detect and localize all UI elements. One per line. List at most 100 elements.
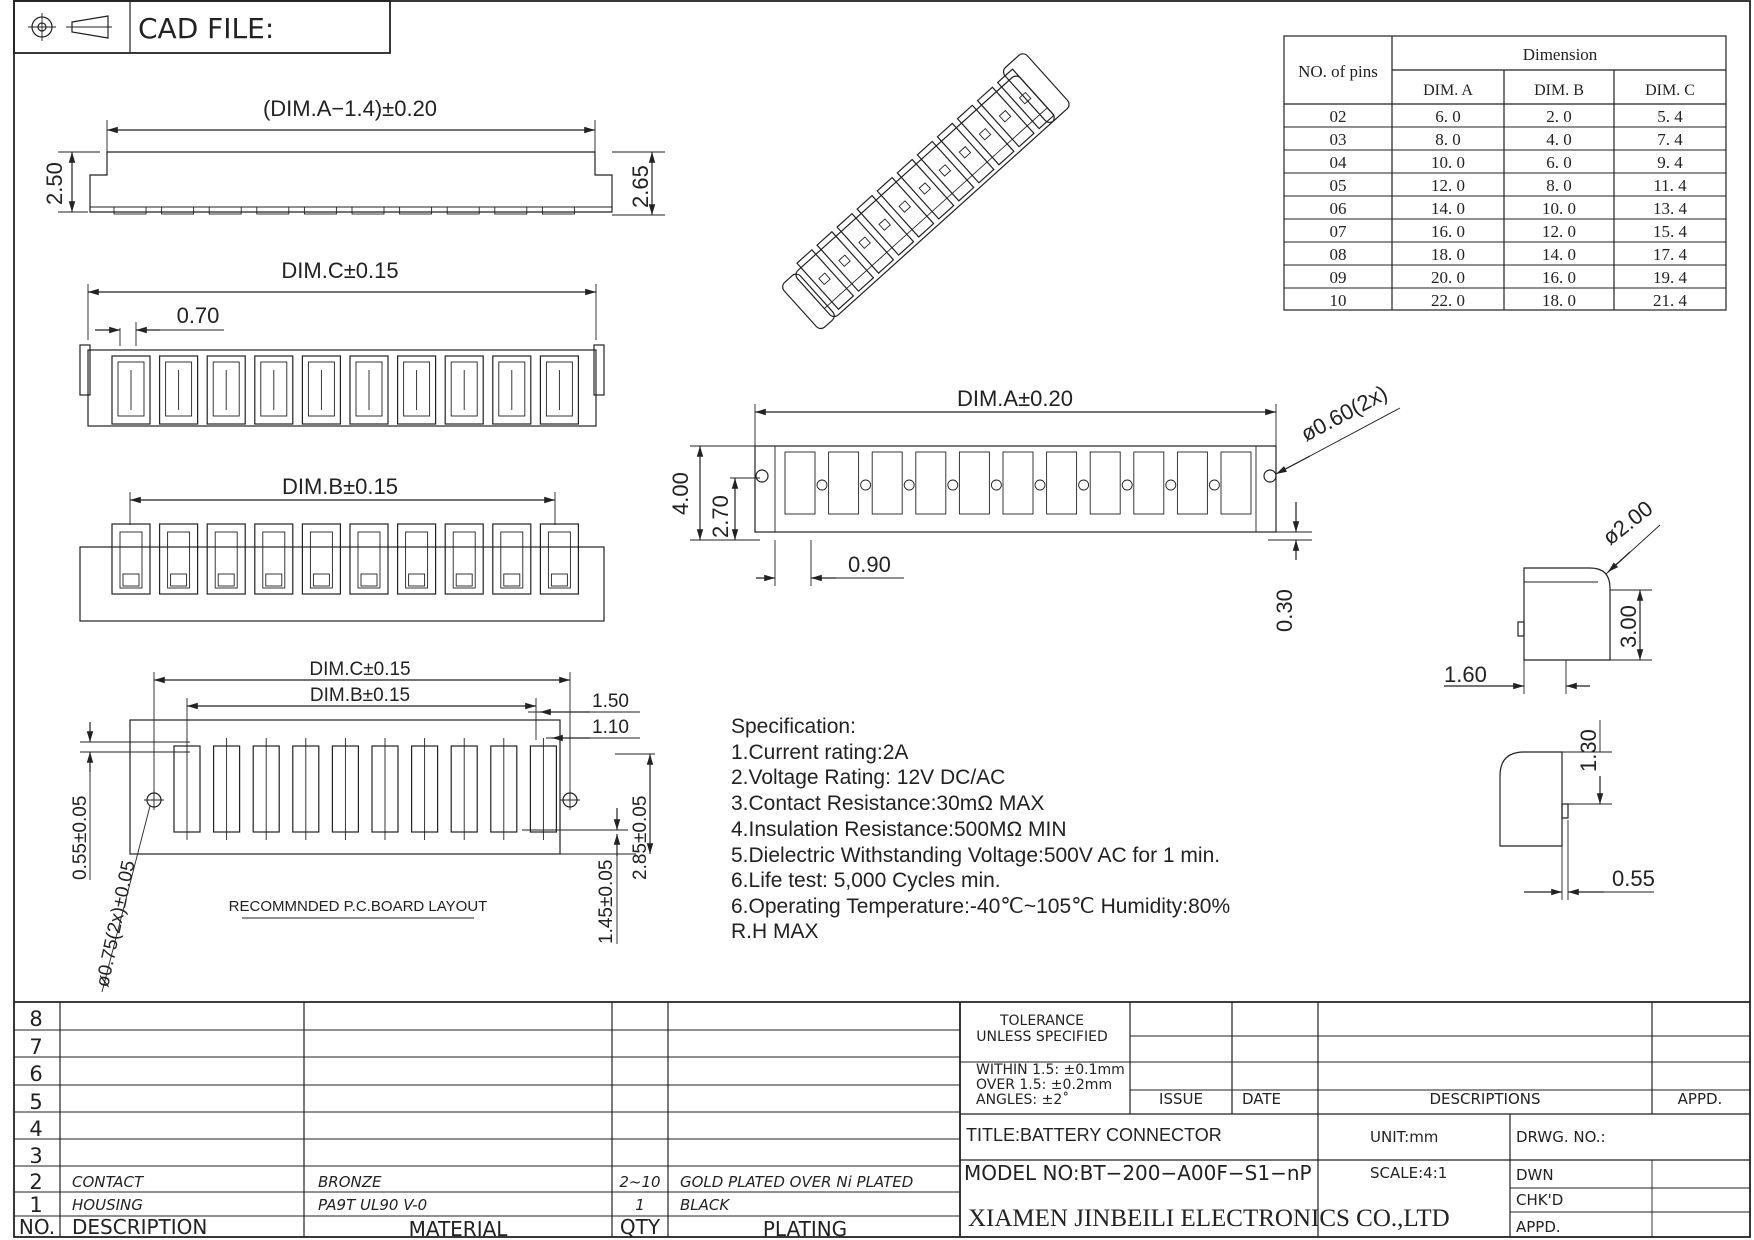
bottom-contact-slot <box>828 451 860 515</box>
dim-c-front: DIM.C±0.15 <box>281 258 398 283</box>
spec-line: 5.Dielectric Withstanding Voltage:500V A… <box>731 844 1220 867</box>
iso-contact <box>936 122 995 184</box>
iso-contact <box>956 104 1015 166</box>
top-contact-cell <box>349 523 389 595</box>
front-contact-inner <box>355 361 383 417</box>
top-contact-cell <box>492 523 532 595</box>
iso-contact <box>816 230 875 293</box>
dim-hole-060: ø0.60(2x) <box>1297 380 1392 446</box>
iso-contact <box>876 176 935 238</box>
top-contact-tip <box>408 573 426 587</box>
bottom-contact-hole <box>990 479 1002 491</box>
table-cell: 14. 0 <box>1542 245 1576 264</box>
top-contact-inner <box>214 531 238 589</box>
tb-model: MODEL NO:BT−200−A00F−S1−nP <box>964 1161 1312 1185</box>
bottom-contact-hole <box>1208 479 1220 491</box>
iso-contact-window <box>878 218 891 231</box>
table-cell: 21. 4 <box>1653 291 1688 310</box>
spec-line: 3.Contact Resistance:30mΩ MAX <box>731 792 1044 815</box>
table-cell: 9. 4 <box>1657 153 1683 172</box>
top-contact-tip <box>170 573 188 587</box>
dim-r200: ø2.00 <box>1598 496 1658 550</box>
dimension-table: NO. of pins Dimension DIM. A DIM. B DIM.… <box>1283 35 1727 311</box>
front-contact-cell <box>254 355 294 425</box>
table-cell: 14. 0 <box>1431 199 1465 218</box>
front-contact-inner <box>260 361 288 417</box>
bom-row-num: 8 <box>29 1007 42 1031</box>
top-contact-inner <box>405 531 429 589</box>
bottom-contact-hole <box>816 479 828 491</box>
front-contact-cell <box>444 355 484 425</box>
bottom-contact-slot <box>871 451 903 515</box>
top-contact-inner <box>119 531 143 589</box>
spec-line: 2.Voltage Rating: 12V DC/AC <box>731 766 1005 789</box>
front-contact-cell <box>349 355 389 425</box>
bom-row-num: 5 <box>29 1090 42 1114</box>
view-side-profile-2: 1.30 0.55 <box>1499 720 1655 900</box>
tb-dwn: DWN <box>1516 1166 1554 1184</box>
dim-top-length: (DIM.A−1.4)±0.20 <box>263 96 437 121</box>
spec-line: 6.Operating Temperature:-40℃~105℃ Humidi… <box>731 895 1230 918</box>
pcb-dim-285: 2.85±0.05 <box>630 796 651 880</box>
sheet-border <box>13 0 1751 1238</box>
bottom-contact-hole <box>1078 479 1090 491</box>
top-contact-cell <box>206 523 246 595</box>
bom-contact-material: BRONZE <box>318 1173 382 1191</box>
table-cell: 20. 0 <box>1431 268 1465 287</box>
dim-400: 4.00 <box>668 472 693 515</box>
bottom-contact-hole <box>1121 479 1133 491</box>
iso-contact <box>976 86 1035 148</box>
bottom-contact-slot <box>1002 451 1034 515</box>
tb-descriptions: DESCRIPTIONS <box>1429 1090 1540 1108</box>
view-side-top: (DIM.A−1.4)±0.20 2.50 2.65 <box>42 96 665 216</box>
tb-title: TITLE:BATTERY CONNECTOR <box>966 1125 1222 1145</box>
table-cell: 18. 0 <box>1431 245 1465 264</box>
contact-foot <box>303 206 337 215</box>
pcb-caption: RECOMMNDED P.C.BOARD LAYOUT <box>229 898 488 915</box>
table-cell: 12. 0 <box>1431 176 1465 195</box>
view-top-dimb: DIM.B±0.15 <box>79 474 605 622</box>
top-contact-cell <box>539 523 580 595</box>
specification-block: Specification: 1.Current rating:2A 2.Vol… <box>731 715 1230 943</box>
table-cell: 6. 0 <box>1546 153 1572 172</box>
tb-chkd: CHK'D <box>1516 1191 1563 1209</box>
view-bottom-dima: DIM.A±0.20 ø0.60(2x) 4.00 2.70 0.90 0.30 <box>668 380 1401 632</box>
front-contact-cell <box>206 355 246 425</box>
tb-date: DATE <box>1242 1090 1281 1108</box>
dim-pitch-small: 0.70 <box>177 303 220 328</box>
bom-header-no: NO. <box>19 1215 55 1239</box>
tb-company: XIAMEN JINBEILI ELECTRONICS CO.,LTD <box>968 1205 1450 1232</box>
top-contact-inner <box>452 531 476 589</box>
table-cell: 11. 4 <box>1653 176 1687 195</box>
front-contact-cell <box>492 355 532 425</box>
tb-unit: UNIT:mm <box>1370 1128 1438 1146</box>
bom-row-num: 4 <box>29 1117 42 1141</box>
iso-contact-window <box>838 254 851 268</box>
table-cell: 8. 0 <box>1435 130 1461 149</box>
table-cell: 07 <box>1330 222 1348 241</box>
contact-foot <box>113 206 147 215</box>
view-isometric <box>782 53 1070 330</box>
dim-030: 0.30 <box>1272 589 1297 632</box>
top-contact-tip <box>550 573 568 587</box>
table-cell: 4. 0 <box>1546 130 1572 149</box>
contact-foot <box>161 206 195 215</box>
iso-contact <box>856 194 915 256</box>
cad-header: CAD FILE: <box>13 0 391 54</box>
tb-unless: UNLESS SPECIFIED <box>976 1029 1107 1045</box>
bottom-contact-hole <box>1165 479 1177 491</box>
top-contact-cell <box>397 523 437 595</box>
table-cell: 08 <box>1330 245 1347 264</box>
bom-table: 8 7 6 5 4 3 2 1 CONTACT BRONZE 2~10 GOLD… <box>14 1001 961 1240</box>
front-contact-inner <box>498 361 526 417</box>
top-contact-tip <box>122 573 140 587</box>
front-contact-cell <box>159 355 199 425</box>
bom-row-num: 1 <box>29 1193 42 1217</box>
table-cell: 22. 0 <box>1431 291 1465 310</box>
top-contact-tip <box>360 573 378 587</box>
iso-contact-window <box>998 109 1012 123</box>
table-cell: 10. 0 <box>1542 199 1576 218</box>
contact-foot <box>494 206 528 215</box>
table-cell: 10 <box>1330 291 1347 310</box>
